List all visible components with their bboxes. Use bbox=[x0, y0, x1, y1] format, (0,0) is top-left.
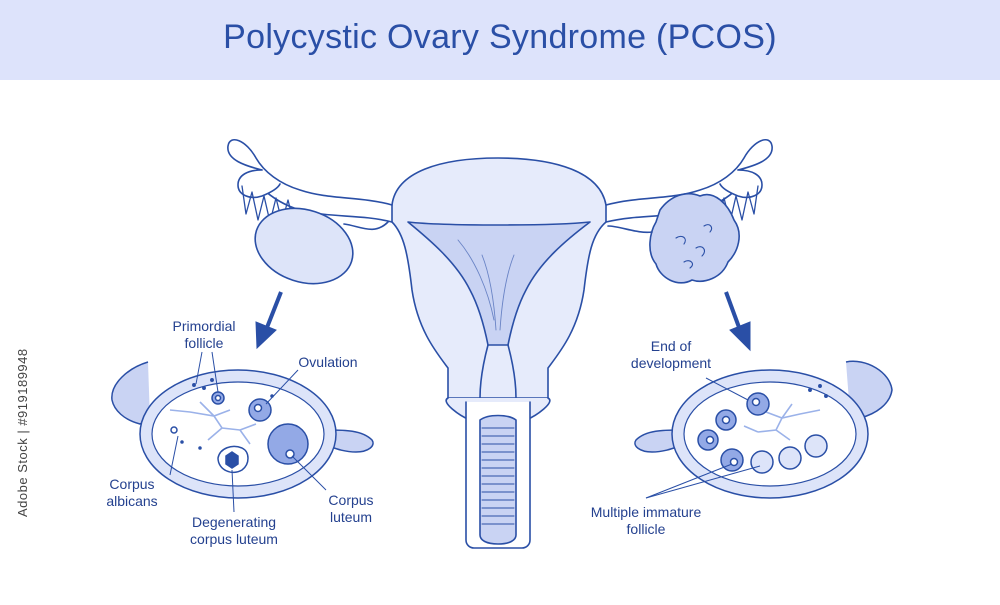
left-leader-lines bbox=[169, 351, 327, 513]
label-corpus-albicans: Corpus albicans bbox=[106, 476, 158, 509]
polycystic-ovary-detail bbox=[634, 360, 893, 499]
label-end-of-development: End of development bbox=[630, 338, 712, 371]
left-fallopian-tube bbox=[227, 138, 393, 223]
right-arrow bbox=[724, 291, 751, 352]
normal-ovary-detail bbox=[111, 361, 374, 499]
left-ovarian-ligament bbox=[343, 221, 389, 231]
right-leader-lines bbox=[645, 377, 761, 499]
stock-id-text: Adobe Stock | #919189948 bbox=[15, 348, 30, 517]
right-polycystic-ovary bbox=[649, 192, 740, 284]
left-ovary bbox=[254, 207, 354, 285]
left-arrow bbox=[255, 291, 283, 350]
label-corpus-luteum: Corpus luteum bbox=[328, 492, 374, 525]
right-ovarian-ligament bbox=[607, 225, 653, 234]
label-ovulation: Ovulation bbox=[298, 354, 358, 370]
label-degenerating-corpus-luteum: Degenerating corpus luteum bbox=[190, 514, 278, 547]
label-primordial-follicle: Primordial follicle bbox=[172, 318, 236, 351]
title-banner bbox=[0, 0, 1000, 80]
page-title: Polycystic Ovary Syndrome (PCOS) bbox=[223, 18, 777, 56]
label-multiple-immature-follicle: Multiple immature follicle bbox=[590, 504, 702, 537]
uterus bbox=[391, 157, 607, 549]
